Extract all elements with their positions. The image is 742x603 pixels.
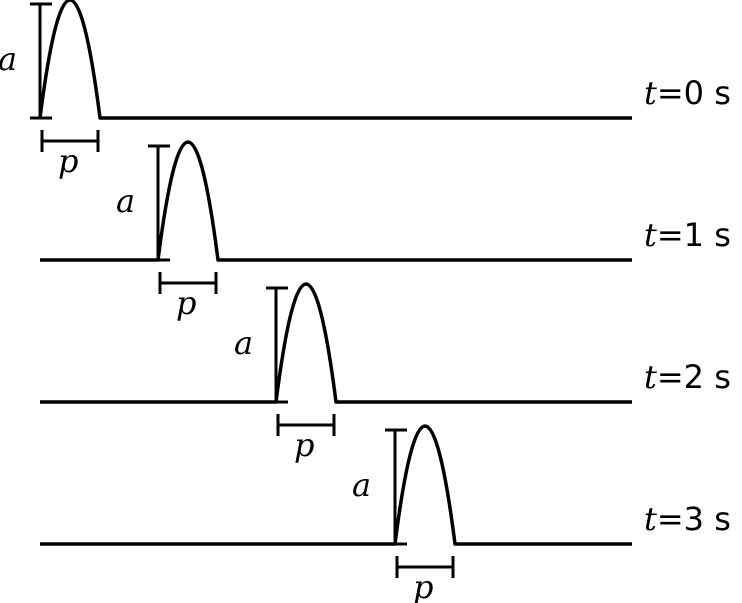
time-label-t0: t=0 s [644, 74, 731, 112]
time-value-t1: =1 s [657, 216, 731, 254]
time-var-t3: t [644, 500, 657, 538]
wave-line-t2 [40, 282, 632, 404]
time-label-t1: t=1 s [644, 216, 731, 254]
time-value-t3: =3 s [657, 500, 731, 538]
wave-line-t0 [38, 0, 632, 120]
time-var-t2: t [644, 358, 657, 396]
amplitude-bracket-t0 [30, 2, 52, 120]
period-bracket-t2 [276, 414, 336, 436]
period-label-t3: p [413, 568, 433, 603]
amplitude-label-t0: a [0, 40, 17, 78]
amplitude-label-t2: a [234, 324, 253, 362]
time-var-t1: t [644, 216, 657, 254]
period-label-t0: p [58, 142, 78, 180]
row-t1: a p t=1 s [40, 140, 731, 322]
amplitude-label-t1: a [116, 182, 135, 220]
time-value-t2: =2 s [657, 358, 731, 396]
wave-line-t3 [40, 424, 632, 546]
time-label-t3: t=3 s [644, 500, 731, 538]
amplitude-bracket-t1 [148, 144, 170, 262]
wave-line-t1 [40, 140, 632, 262]
period-bracket-t0 [40, 130, 100, 152]
time-label-t2: t=2 s [644, 358, 731, 396]
time-var-t0: t [644, 74, 657, 112]
row-t0: a p t=0 s [0, 0, 731, 180]
period-label-t1: p [176, 284, 196, 322]
period-bracket-t1 [158, 272, 218, 294]
period-label-t2: p [294, 426, 314, 464]
amplitude-bracket-t2 [266, 286, 288, 404]
time-value-t0: =0 s [657, 74, 731, 112]
row-t3: a p t=3 s [40, 424, 731, 603]
amplitude-bracket-t3 [385, 428, 407, 546]
row-t2: a p t=2 s [40, 282, 731, 464]
period-bracket-t3 [395, 556, 455, 578]
amplitude-label-t3: a [352, 466, 371, 504]
